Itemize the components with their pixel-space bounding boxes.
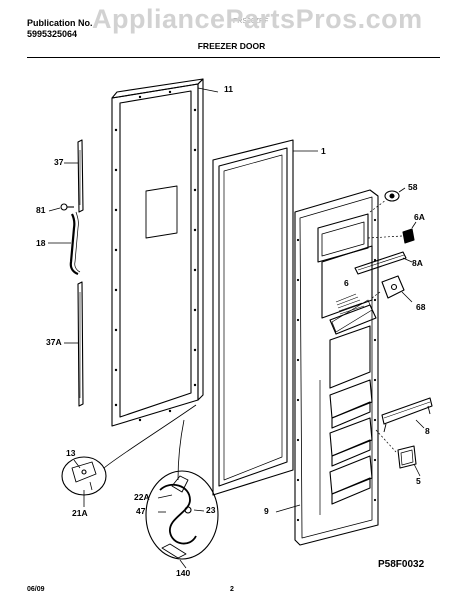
figure-code: P58F0032 (378, 559, 425, 570)
cover-5 (397, 445, 421, 477)
screw-58 (384, 187, 406, 202)
handle-screw (48, 203, 74, 212)
label-part-47: 47 (136, 506, 146, 516)
lower-trim-strip (64, 281, 84, 407)
label-part-18: 18 (36, 238, 46, 248)
label-part-6a: 6A (414, 212, 425, 222)
publication-number: 5995325064 (27, 29, 78, 39)
label-part-21a: 21A (72, 508, 88, 518)
label-part-58: 58 (408, 182, 418, 192)
page-number: 2 (230, 586, 234, 593)
label-part-11: 11 (224, 84, 233, 94)
label-part-37a: 37A (46, 337, 62, 347)
door-panel-frame (111, 78, 219, 427)
door-handle (48, 211, 81, 276)
model-number: FRS26ZRF (233, 18, 269, 25)
watermark: AppliancePartsPros.com (92, 4, 423, 34)
label-part-6: 6 (344, 278, 349, 288)
label-part-23: 23 (206, 505, 216, 515)
label-part-37: 37 (54, 157, 64, 167)
label-part-22a: 22A (134, 492, 150, 502)
rail-8 (381, 397, 433, 433)
label-part-5: 5 (416, 476, 421, 486)
label-part-140: 140 (176, 568, 191, 578)
inner-door-liner (275, 189, 379, 546)
label-part-13: 13 (66, 448, 76, 458)
wire-harness (145, 419, 219, 569)
label-part-8: 8 (425, 426, 430, 436)
door-gasket (212, 139, 318, 496)
label-part-1: 1 (321, 146, 326, 156)
actuator-68 (371, 275, 413, 303)
hinge-detail (61, 404, 197, 507)
rail-8a (354, 251, 413, 275)
label-part-8a: 8A (412, 258, 423, 268)
label-part-9: 9 (264, 506, 269, 516)
label-part-81: 81 (36, 205, 46, 215)
diagram-title: FREEZER DOOR (197, 41, 266, 51)
header-rule (27, 57, 440, 58)
footer-date: 06/09 (27, 586, 45, 593)
bracket-6a (402, 221, 417, 244)
upper-trim-strip (64, 139, 84, 213)
label-part-68: 68 (416, 302, 426, 312)
publication-label: Publication No. (27, 18, 93, 28)
